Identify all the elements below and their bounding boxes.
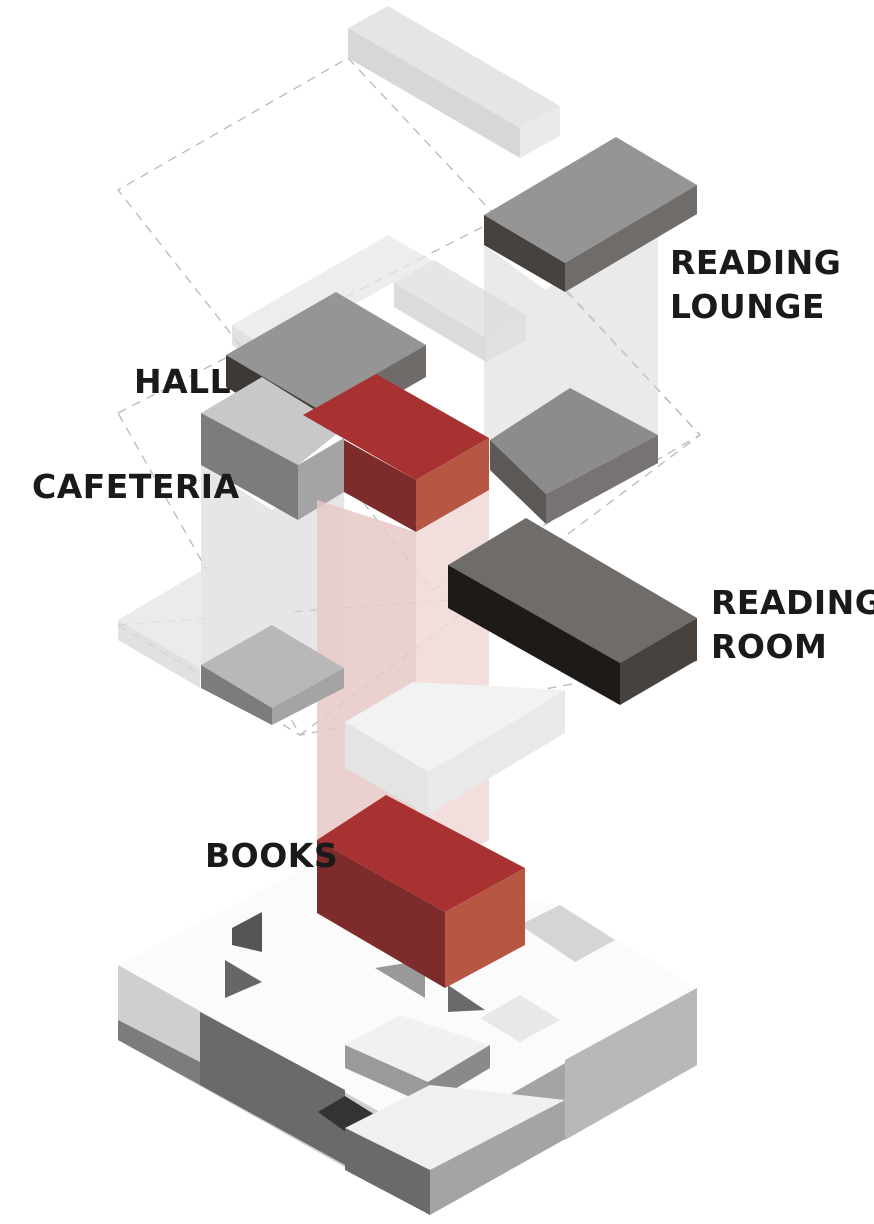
base-right-face-light bbox=[565, 988, 697, 1140]
cafeteria-foot-left bbox=[201, 665, 272, 725]
reading-room-left bbox=[448, 565, 620, 705]
base-notch-2 bbox=[225, 960, 262, 998]
reading-lounge-lower-block bbox=[490, 388, 658, 524]
label-hall: HALL bbox=[134, 362, 231, 401]
frame-beam-side bbox=[394, 283, 486, 362]
diagram-labels: READING LOUNGE HALL CAFETERIA READING RO… bbox=[32, 243, 874, 875]
white-lower-block bbox=[345, 682, 565, 815]
reading-lounge-right bbox=[565, 185, 697, 292]
hall-top bbox=[226, 292, 426, 408]
white-lower-right bbox=[428, 690, 565, 815]
reading-lounge-left bbox=[484, 215, 565, 292]
base-notch-3 bbox=[375, 960, 425, 998]
roof-slab-right bbox=[520, 106, 560, 158]
lower-plate-top bbox=[118, 550, 318, 668]
white-lower-top bbox=[345, 682, 565, 772]
base-step-a bbox=[520, 905, 615, 962]
reading-lounge-top bbox=[484, 137, 697, 263]
reading-room-block bbox=[448, 518, 697, 705]
cafeteria-right bbox=[298, 438, 344, 520]
cafeteria-foot-right bbox=[272, 668, 344, 725]
label-reading-lounge-2: LOUNGE bbox=[670, 287, 825, 326]
books-left bbox=[317, 840, 445, 988]
base-notch-4 bbox=[448, 985, 485, 1012]
books-top bbox=[317, 795, 525, 912]
reading-room-right bbox=[620, 618, 697, 705]
books-right bbox=[445, 868, 525, 988]
base-plinth bbox=[118, 860, 697, 1215]
base-step-d-left bbox=[345, 1128, 430, 1215]
roof-slab bbox=[348, 6, 560, 158]
cafeteria-foot-top bbox=[201, 625, 344, 708]
cafeteria-block bbox=[201, 377, 344, 520]
roof-slab-top bbox=[348, 6, 560, 128]
cafeteria-left bbox=[201, 413, 298, 520]
base-left-face-mid bbox=[118, 1020, 200, 1085]
label-reading-room-2: ROOM bbox=[711, 627, 827, 666]
red-upper-left bbox=[344, 440, 416, 532]
lower-floor-plate bbox=[118, 550, 344, 725]
reading-room-top bbox=[448, 518, 697, 663]
lounge-lower-top bbox=[490, 388, 658, 494]
white-lower-left bbox=[345, 722, 428, 815]
base-step-c bbox=[345, 1015, 490, 1082]
base-step-c-side bbox=[345, 1045, 428, 1105]
base-left-face-shadow bbox=[200, 1012, 345, 1165]
lower-plate-side bbox=[118, 620, 200, 688]
label-cafeteria: CAFETERIA bbox=[32, 467, 240, 506]
cafeteria-top bbox=[201, 377, 344, 465]
reading-lounge-block bbox=[484, 137, 697, 292]
red-upper-top bbox=[303, 374, 489, 480]
base-step-b bbox=[480, 995, 560, 1042]
label-reading-room-1: READING bbox=[711, 583, 874, 622]
base-notch-1 bbox=[232, 912, 262, 952]
red-upper-block bbox=[303, 374, 489, 532]
label-reading-lounge-1: READING bbox=[670, 243, 841, 282]
lounge-lower-left bbox=[490, 440, 546, 524]
label-books: BOOKS bbox=[205, 836, 338, 875]
red-upper-right bbox=[416, 438, 489, 532]
books-block bbox=[317, 795, 525, 988]
lounge-lower-right bbox=[546, 435, 658, 524]
base-step-d bbox=[345, 1085, 565, 1170]
roof-slab-left bbox=[348, 28, 520, 158]
